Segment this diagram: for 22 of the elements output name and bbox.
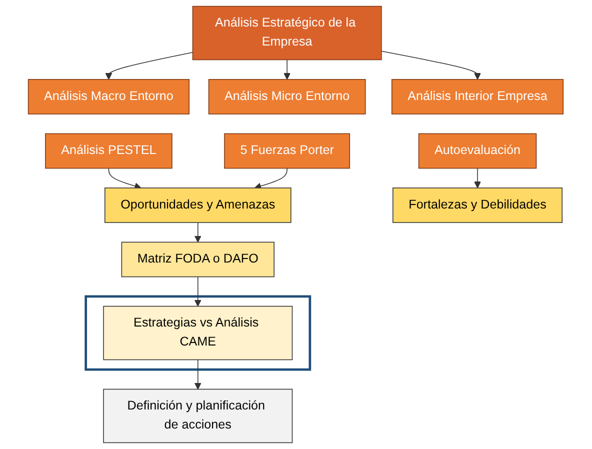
cluster — [84, 295, 312, 371]
node-box: Análisis Estratégico de la Empresa — [192, 6, 382, 60]
node-box: Matriz FODA o DAFO — [122, 242, 275, 278]
arrow — [381, 50, 482, 80]
node-box: Autoevaluación — [418, 133, 537, 169]
arrow — [194, 222, 202, 242]
node-box: Estrategias vs Análisis CAME — [103, 306, 293, 360]
arrow — [474, 168, 482, 188]
arrow — [284, 59, 291, 80]
node-box: Definición y planificación de acciones — [103, 388, 293, 444]
arrow — [254, 168, 288, 190]
node-box: Análisis Interior Empresa — [392, 79, 564, 114]
node-box: Oportunidades y Amenazas — [104, 188, 292, 223]
node-box: Fortalezas y Debilidades — [392, 188, 563, 223]
node-box: Análisis Micro Entorno — [208, 79, 366, 114]
arrow — [194, 359, 202, 390]
node-box: 5 Fuerzas Porter — [224, 133, 350, 169]
arrow — [106, 52, 194, 80]
node-box: Análisis Macro Entorno — [28, 79, 190, 114]
node-box: Análisis PESTEL — [45, 133, 173, 169]
arrow — [108, 168, 142, 190]
arrow — [194, 276, 202, 307]
